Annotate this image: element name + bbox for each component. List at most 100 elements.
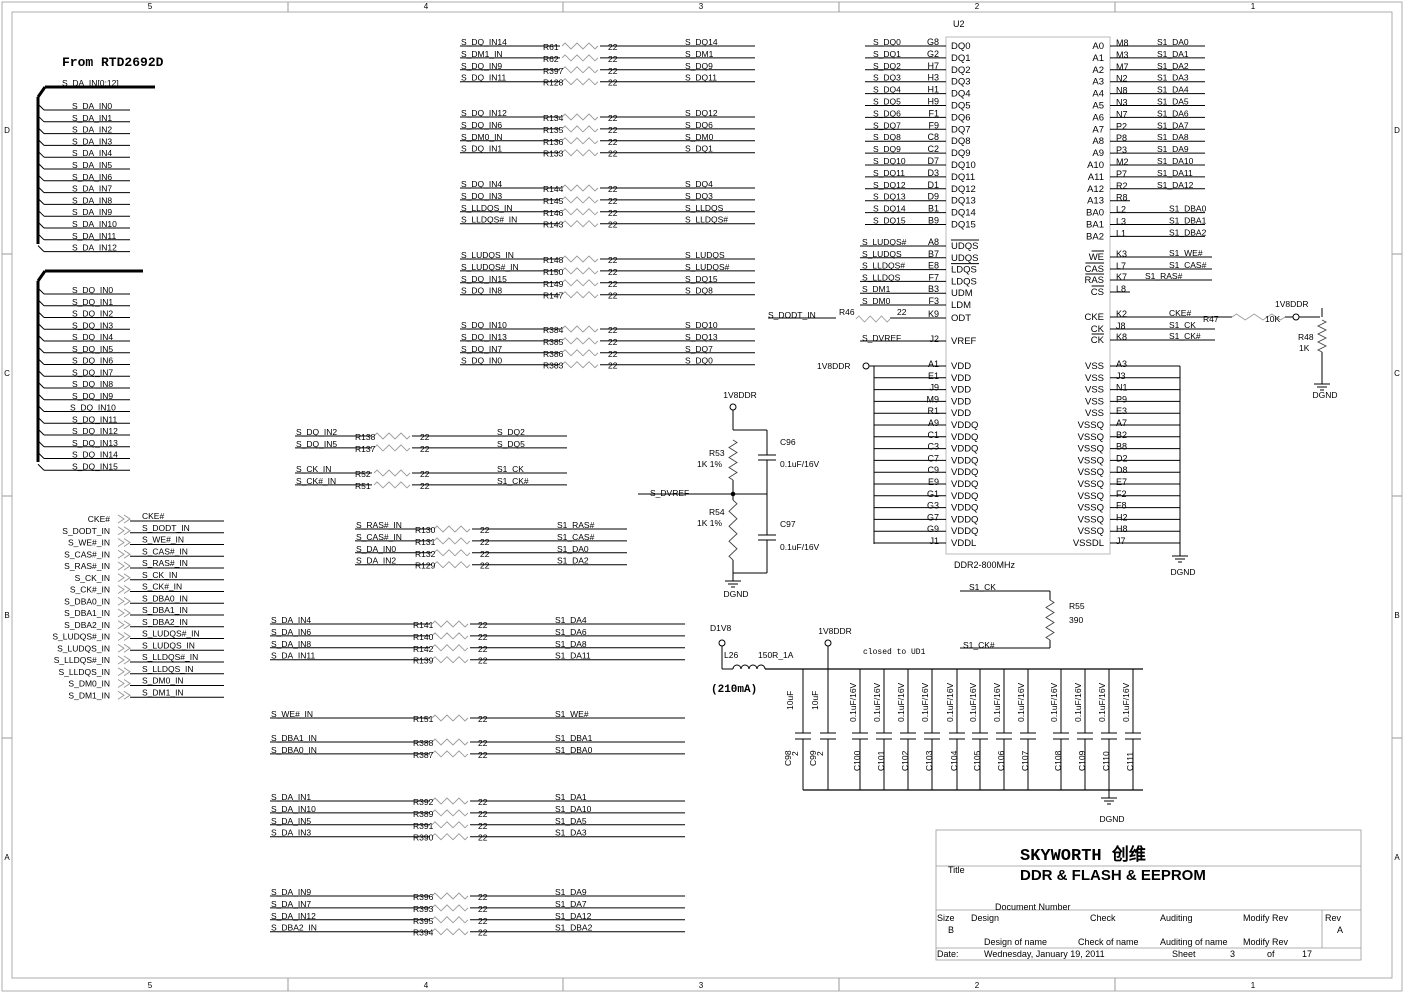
- pin-number: H8: [1116, 524, 1128, 534]
- bus-entry: [37, 127, 45, 134]
- resistor-value: 22: [608, 184, 618, 194]
- resistor-value: 22: [420, 481, 430, 491]
- resistor-value: 22: [897, 307, 907, 317]
- resistor-input-net: S_DQ_IN7: [461, 344, 502, 354]
- resistor-output-net: S1_DA7: [555, 899, 587, 909]
- pin-number: K2: [1116, 309, 1127, 319]
- resistor-output-net: S_DQ6: [685, 120, 713, 130]
- bus-net-label: S_DQ_IN7: [72, 367, 113, 377]
- pin-number: M7: [1116, 62, 1129, 72]
- pin-number: D9: [927, 192, 939, 202]
- pin-net-label: S_DM1: [862, 284, 891, 294]
- resistor-output-net: S1_CK#: [497, 476, 529, 486]
- port-label: S_LUDQS#_IN: [52, 632, 110, 642]
- resistor-ref: R141: [413, 620, 434, 630]
- bus-entry: [37, 245, 45, 252]
- capacitor-value: 0.1uF/16V: [1073, 682, 1083, 722]
- pin-net-label: S1_CK: [1169, 320, 1196, 330]
- pin-number: L8: [1116, 284, 1126, 294]
- resistor-value: 22: [480, 561, 490, 571]
- pin-net-label: S1_DA7: [1157, 120, 1189, 130]
- pin-number: E7: [1116, 477, 1127, 487]
- bus-entry: [37, 150, 45, 158]
- capacitor-ref: C100: [852, 750, 862, 771]
- resistor-input-net: S_DA_IN11: [271, 651, 316, 661]
- resistor-input-net: S_DQ_IN8: [461, 286, 502, 296]
- pin-name: VDDQ: [951, 467, 978, 478]
- resistor-ref: R395: [413, 916, 434, 926]
- resistor-symbol: [561, 113, 599, 121]
- power-port: [862, 362, 870, 370]
- pin-net-label: S1_WE#: [1169, 248, 1203, 258]
- resistor-output-net: S_LLDQS: [685, 203, 724, 213]
- resistor-value: 22: [608, 149, 618, 159]
- port-arrow: [117, 526, 131, 536]
- resistor-output-net: S_DQ10: [685, 320, 718, 330]
- pin-net-label: S1_DA1: [1157, 49, 1189, 59]
- resistor-ref: R129: [415, 561, 436, 571]
- resistor-value: 22: [608, 325, 618, 335]
- pin-net-label: S1_DA9: [1157, 144, 1189, 154]
- frame-row-label: B: [1394, 611, 1399, 620]
- capacitor-value: 0.1uF/16V: [992, 682, 1002, 722]
- pin-number: F9: [928, 120, 939, 130]
- pin-net-label: S_LUDQS: [862, 249, 902, 259]
- port-label: S_DM1_IN: [68, 690, 110, 700]
- power-net-label: D1V8: [710, 623, 732, 633]
- port-arrow: [117, 549, 131, 559]
- resistor-symbol: [561, 42, 599, 50]
- pin-number: N2: [1116, 74, 1128, 84]
- pin-number: E9: [928, 477, 939, 487]
- resistor-ref: R146: [543, 208, 564, 218]
- resistor-ref: R392: [413, 797, 434, 807]
- of-label: of: [1267, 949, 1275, 959]
- ground-label: DGND: [1312, 390, 1337, 400]
- resistor-output-net: S1_DA9: [555, 887, 587, 897]
- pin-number: C1: [927, 430, 939, 440]
- pin-name: LDM: [951, 300, 971, 311]
- resistor-symbol: [561, 337, 599, 345]
- pin-number: G9: [927, 524, 939, 534]
- check-name: Check of name: [1078, 937, 1139, 947]
- pin-net-label: S_DVREF: [650, 488, 689, 498]
- size-value: B: [948, 925, 954, 935]
- resistor-value: 390: [1069, 615, 1083, 625]
- resistor-symbol: [561, 267, 599, 275]
- resistor-symbol: [561, 125, 599, 133]
- resistor-ref: R55: [1069, 601, 1085, 611]
- pin-number: K7: [1116, 272, 1127, 282]
- resistor-value: 22: [478, 714, 488, 724]
- pin-name: A5: [1092, 101, 1104, 112]
- resistor-input-net: S_CK#_IN: [296, 476, 336, 486]
- resistor-input-net: S_DQ_IN14: [461, 37, 507, 47]
- resistor-symbol: [431, 904, 469, 912]
- resistor-output-net: S_DQ9: [685, 61, 713, 71]
- pin-number: B7: [928, 249, 939, 259]
- resistor-symbol: [561, 196, 599, 204]
- bus-net-label: S_DA_IN0: [72, 101, 112, 111]
- frame-row-label: D: [4, 126, 10, 135]
- resistor-symbol: [561, 149, 599, 157]
- design-label: Design: [971, 913, 999, 923]
- bus-entry: [37, 174, 45, 182]
- pin-net-label: S_DM0: [862, 296, 891, 306]
- pin-number: B3: [928, 284, 939, 294]
- port-label: S_DODT_IN: [142, 523, 190, 533]
- pin-number: P2: [1116, 121, 1127, 131]
- bus-entry: [37, 334, 45, 342]
- capacitor-ref: C99: [808, 750, 818, 766]
- pin-net-label: S_DQ14: [873, 204, 906, 214]
- pin-name: BA1: [1086, 220, 1104, 231]
- resistor-output-net: S1_DA6: [555, 627, 587, 637]
- modify-name: Modify Rev: [1243, 937, 1289, 947]
- pin-number: K9: [928, 309, 939, 319]
- bus-entry: [37, 103, 45, 111]
- pin-number: N3: [1116, 98, 1128, 108]
- frame-column-label: 4: [424, 2, 429, 11]
- pin-net-label: S1_DA11: [1157, 168, 1193, 178]
- resistor-output-net: S1_DBA2: [555, 923, 593, 933]
- pin-name: A11: [1088, 172, 1104, 183]
- bus-net-label: S_DA_IN2: [72, 125, 112, 135]
- pin-name: A10: [1087, 160, 1104, 171]
- pin-net-label: S_DQ9: [873, 144, 901, 154]
